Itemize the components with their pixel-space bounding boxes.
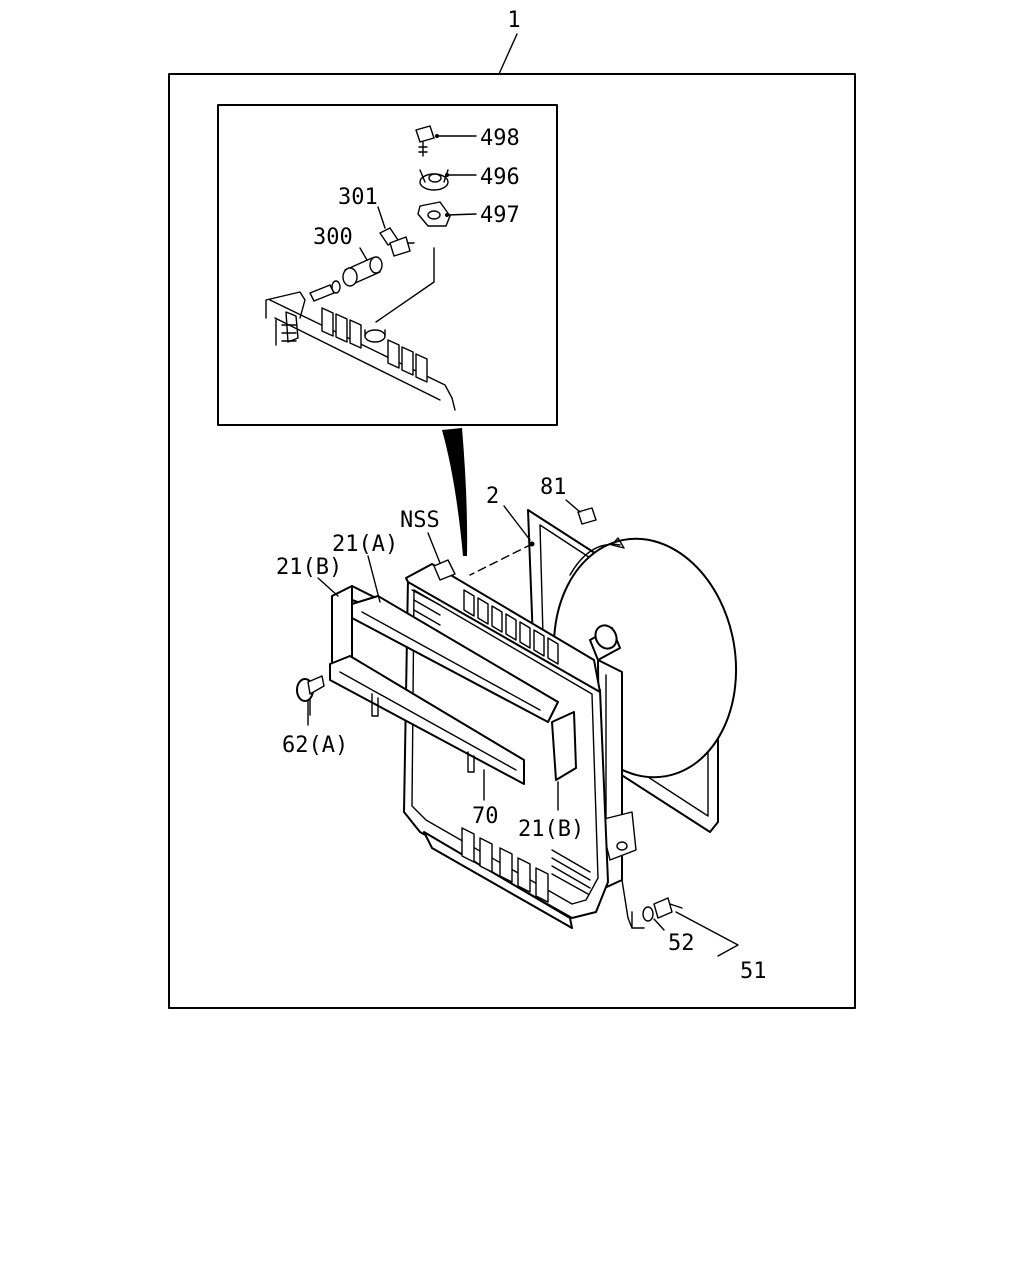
part-62A-bolt <box>296 675 325 716</box>
baffle-21-bottom <box>329 655 525 785</box>
callout-52: 52 <box>668 931 695 956</box>
inset-radiator-top <box>265 247 456 411</box>
part-51-drain-cock <box>653 897 683 919</box>
leader-21A <box>367 555 381 603</box>
callout-2: 2 <box>486 484 499 509</box>
callout-300: 300 <box>313 225 353 250</box>
leader-52 <box>653 918 665 931</box>
leader-301 <box>377 206 386 229</box>
callout-NSS: NSS <box>400 508 440 533</box>
dashed-guide-2 <box>469 543 533 576</box>
leader-1 <box>498 33 518 75</box>
callout-498: 498 <box>480 126 520 151</box>
leader-81 <box>565 499 581 513</box>
callout-21B-right: 21(B) <box>518 817 584 842</box>
leader-21B-left <box>317 577 339 597</box>
leader-NSS <box>427 532 441 564</box>
part-497-gasket <box>417 201 451 227</box>
callout-81: 81 <box>540 475 567 500</box>
callout-1: 1 <box>507 8 520 33</box>
part-300-bushing <box>342 256 383 287</box>
detail-inset: 498 496 497 301 300 <box>217 104 558 426</box>
callout-21A: 21(A) <box>332 532 398 557</box>
part-496-bracket <box>419 169 449 191</box>
part-52-washer <box>642 906 654 922</box>
callout-51: 51 <box>740 959 767 984</box>
part-81-bolt <box>577 507 597 525</box>
baffle-21-right <box>551 711 577 781</box>
baffle-21-top <box>351 595 559 723</box>
leader-497 <box>446 213 477 216</box>
leader-51 <box>675 911 739 957</box>
detail-pointer <box>442 428 468 556</box>
callout-62A: 62(A) <box>282 733 348 758</box>
callout-301: 301 <box>338 185 378 210</box>
part-498-bolt <box>415 125 435 157</box>
leader-300 <box>359 247 368 261</box>
callout-497: 497 <box>480 203 520 228</box>
leader-2 <box>503 505 531 541</box>
callout-70: 70 <box>472 804 499 829</box>
part-301-screw <box>379 227 415 257</box>
callout-496: 496 <box>480 165 520 190</box>
assembly-frame <box>168 73 856 1009</box>
callout-21B-left: 21(B) <box>276 555 342 580</box>
